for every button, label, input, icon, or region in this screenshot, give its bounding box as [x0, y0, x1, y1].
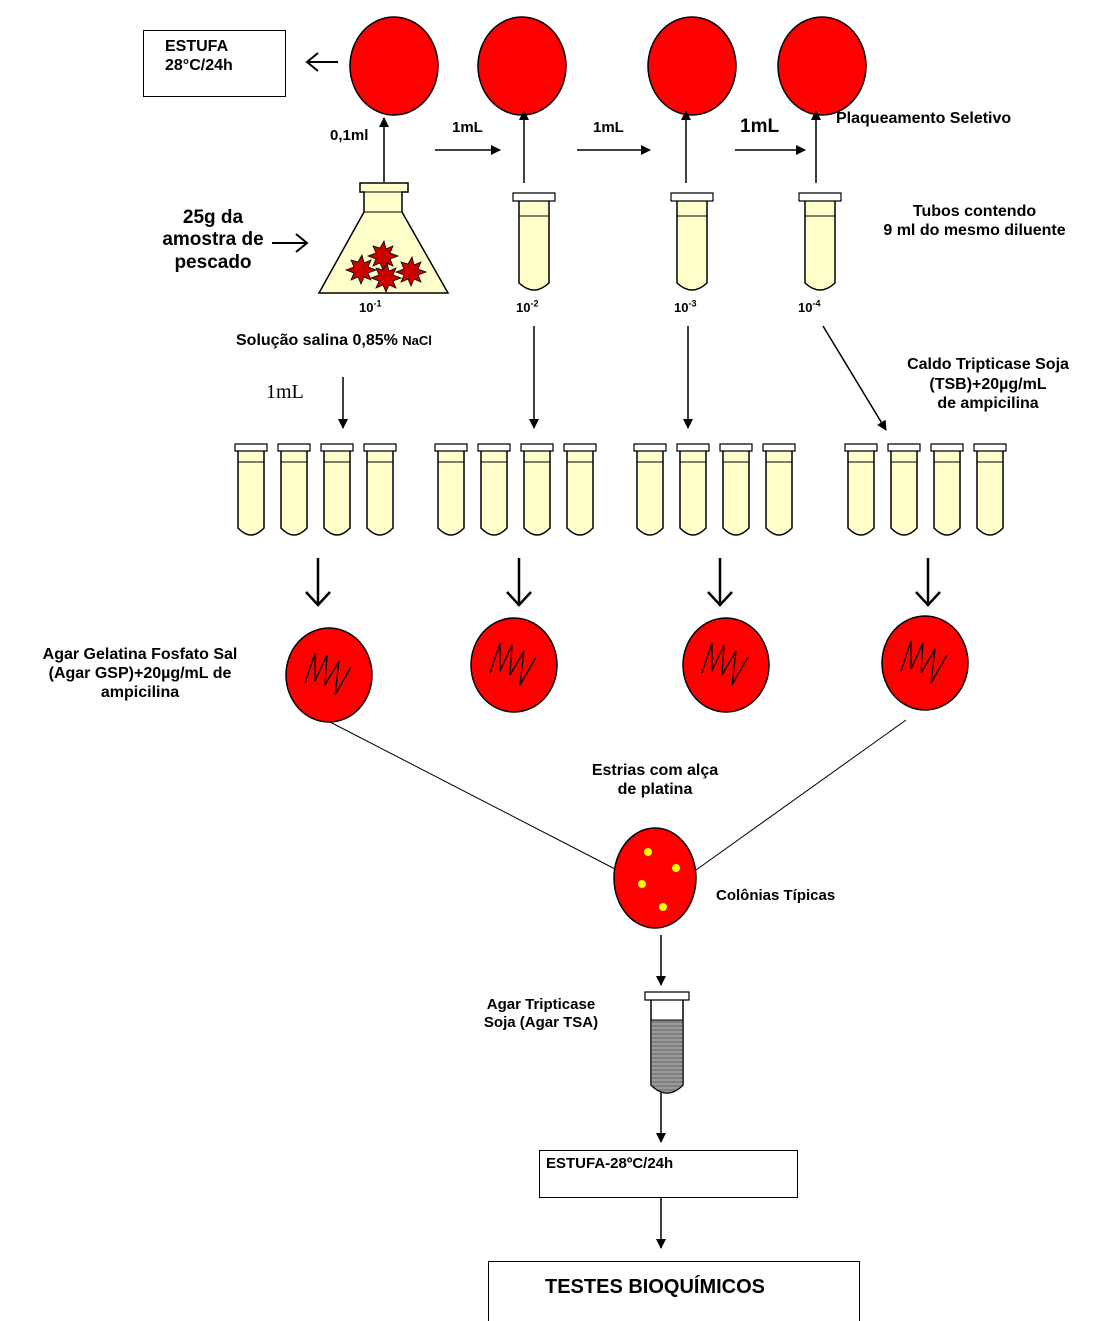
streak-line	[701, 642, 749, 686]
tsb-tube	[633, 443, 667, 536]
amostra-label: 25g da amostra de pescado	[162, 207, 264, 273]
colony-dot	[672, 864, 680, 872]
volume-label-01: 0,1ml	[330, 127, 369, 144]
dilution-label-2: 10-2	[516, 298, 539, 315]
tsb-tube	[930, 443, 964, 536]
arrow-sample-to-flask	[272, 233, 309, 253]
gsp-plate	[285, 627, 373, 723]
tsb-tube	[676, 443, 710, 536]
tubos-contendo-label: Tubos contendo 9 ml do mesmo diluente	[883, 203, 1066, 239]
tsb-tube	[320, 443, 354, 536]
volume-label-1ml-b: 1mL	[593, 119, 624, 136]
dilution-tube-2	[512, 192, 556, 291]
tsb-tube	[973, 443, 1007, 536]
solucao-salina-label: Solução salina 0,85% NaCl	[236, 332, 432, 349]
erlenmeyer-flask	[317, 182, 450, 294]
tsb-tube	[477, 443, 511, 536]
estufa-top-label: ESTUFA 28°C/24h	[165, 38, 233, 74]
sample-piece-1	[344, 253, 378, 286]
top-plate-3	[647, 16, 737, 116]
colony-dot	[638, 880, 646, 888]
dilution-label-3: 10-3	[674, 298, 697, 315]
tsa-tube	[644, 991, 690, 1094]
arrow-down-to-plate	[707, 558, 733, 607]
streak-line	[900, 640, 948, 684]
tsb-tube	[887, 443, 921, 536]
top-plate-4	[777, 16, 867, 116]
sample-piece-2	[366, 239, 400, 272]
dilution-label-4: 10-4	[798, 298, 821, 315]
testes-label: TESTES BIOQUÍMICOS	[545, 1276, 766, 1298]
estufa-top-box	[143, 30, 286, 97]
tsb-tube	[563, 443, 597, 536]
top-plate-2	[477, 16, 567, 116]
gsp-plate	[470, 617, 558, 713]
arrow-down-to-plate	[305, 558, 331, 607]
gsp-plate	[682, 617, 770, 713]
sample-piece-4	[394, 255, 428, 288]
dilution-tube-4	[798, 192, 842, 291]
colonias-label: Colônias Típicas	[716, 887, 836, 904]
plaqueamento-label: Plaqueamento Seletivo	[836, 110, 1012, 127]
volume-label-1ml-serif: 1mL	[266, 381, 304, 403]
volume-label-1ml-a: 1mL	[452, 119, 483, 136]
colony-plate	[613, 827, 697, 929]
tsb-tube	[277, 443, 311, 536]
tsb-tube	[363, 443, 397, 536]
tsb-tube	[434, 443, 468, 536]
tsb-tube	[719, 443, 753, 536]
colony-dot	[659, 903, 667, 911]
colony-dot	[644, 848, 652, 856]
arrow-to-estufa	[305, 52, 338, 72]
arrow-down-to-plate	[915, 558, 941, 607]
caldo-tsb-label: Caldo Tripticase Soja (TSB)+20µg/mL de a…	[907, 356, 1069, 413]
tsb-tube	[844, 443, 878, 536]
connector-left	[329, 721, 618, 871]
testes-box	[488, 1261, 860, 1321]
dilution-label-1: 10-1	[359, 298, 382, 315]
tsb-tube	[762, 443, 796, 536]
gsp-plate	[881, 615, 969, 711]
sample-piece-3	[369, 261, 403, 294]
dilution-tube-3	[670, 192, 714, 291]
top-plate-1	[349, 16, 439, 116]
arrow-down-group-4	[822, 325, 887, 431]
estrias-label: Estrias com alça de platina	[591, 762, 719, 798]
agar-gsp-label: Agar Gelatina Fosfato Sal (Agar GSP)+20µ…	[42, 646, 238, 701]
tsb-tube	[234, 443, 268, 536]
estufa-bottom-box	[539, 1150, 798, 1198]
volume-label-1ml-c: 1mL	[740, 116, 780, 137]
tsb-tube	[520, 443, 554, 536]
connector-right	[695, 719, 907, 871]
arrow-down-to-plate	[506, 558, 532, 607]
streak-line	[489, 642, 537, 686]
streak-line	[304, 652, 352, 696]
agar-tsa-label: Agar Tripticase Soja (Agar TSA)	[483, 996, 599, 1031]
estufa-bottom-label: ESTUFA-28ºC/24h	[546, 1155, 674, 1172]
